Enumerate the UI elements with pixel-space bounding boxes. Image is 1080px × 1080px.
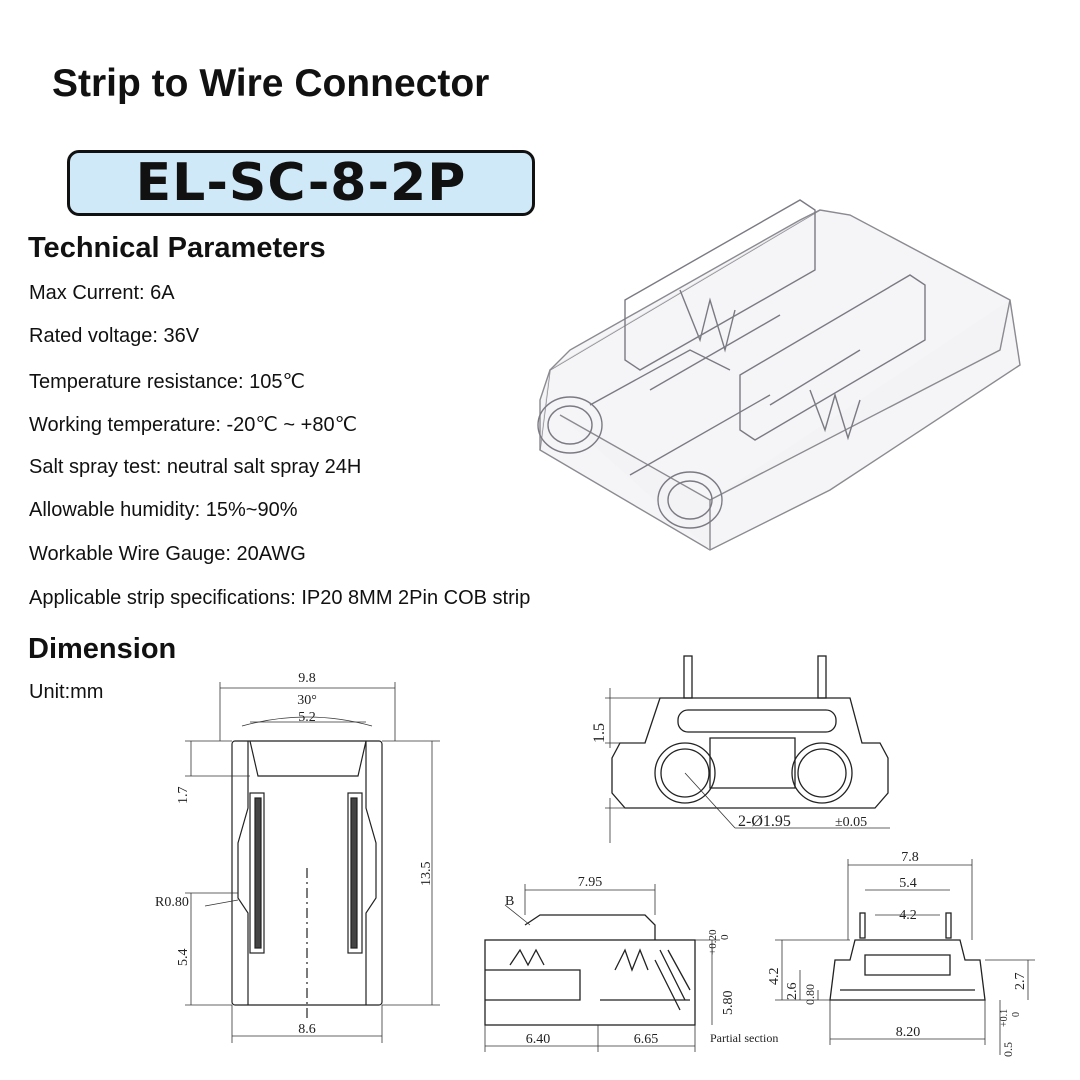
dim-7-8: 7.8 [901,850,919,865]
param-salt-spray: Salt spray test: neutral salt spray 24H [29,456,362,478]
partial-section-label: Partial section [710,1031,778,1045]
front-view-drawing: 1.5 2-Ø1.95 ±0.05 [591,655,890,843]
dim-0-5: 0.5 [1001,1042,1015,1057]
dim-5-4: 5.4 [176,949,191,967]
param-rated-voltage: Rated voltage: 36V [29,325,200,347]
dim-5-4-end: 5.4 [899,876,917,891]
hole-spec: 2-Ø1.95 [738,813,791,830]
dim-4-2-end: 4.2 [899,908,917,923]
param-strip-spec: Applicable strip specifications: IP20 8M… [29,587,531,609]
end-view-drawing: 7.8 5.4 4.2 4.2 2.6 0.80 2.7 8.20 0.5 +0… [767,850,1035,1057]
model-code: EL-SC-8-2P [135,153,467,213]
tol-zero-0: 0 [719,934,731,940]
dim-6-40: 6.40 [526,1032,551,1047]
param-wire-gauge: Workable Wire Gauge: 20AWG [29,543,306,565]
dim-8-20: 8.20 [896,1025,921,1040]
page-title: Strip to Wire Connector [52,62,490,105]
param-temperature-resistance: Temperature resistance: 105℃ [29,371,305,393]
section-view-drawing: 7.95 B 5.80 +0.20 0 6.40 6.65 Partial se… [484,875,778,1052]
param-max-current: Max Current: 6A [29,282,175,304]
dim-9-8: 9.8 [298,671,316,686]
unit-label: Unit:mm [29,681,104,703]
dim-1-7: 1.7 [176,787,191,805]
param-humidity: Allowable humidity: 15%~90% [29,499,298,521]
tol-zero-end: 0 [1011,1012,1022,1017]
dim-2-7: 2.7 [1013,973,1028,991]
dim-4-2-vertical: 4.2 [767,968,782,986]
model-badge: EL-SC-8-2P [67,150,535,216]
dim-7-95: 7.95 [578,875,603,890]
dim-13-5: 13.5 [419,862,434,887]
hole-tolerance: ±0.05 [835,815,867,830]
dim-1-5: 1.5 [591,723,608,743]
dim-5-2: 5.2 [298,710,316,725]
dim-2-6: 2.6 [785,983,800,1001]
dim-6-65: 6.65 [634,1032,659,1047]
dim-8-6: 8.6 [298,1022,316,1037]
tol-plus-0-1: +0.1 [999,1009,1010,1027]
dim-0-80: 0.80 [803,984,817,1005]
connector-3d-illustration [537,199,1021,551]
param-working-temperature: Working temperature: -20℃ ~ +80℃ [29,414,358,436]
dim-5-80: 5.80 [721,991,736,1016]
dim-30-deg: 30° [297,693,317,708]
technical-heading: Technical Parameters [28,232,326,264]
dimension-heading: Dimension [28,633,177,665]
top-view-drawing: 9.8 30° 5.2 1.7 13.5 R0.80 5.4 8.6 [155,671,440,1043]
tol-plus-0-20: +0.20 [707,929,719,955]
label-b: B [505,894,514,909]
dim-r-0-80: R0.80 [155,895,189,910]
